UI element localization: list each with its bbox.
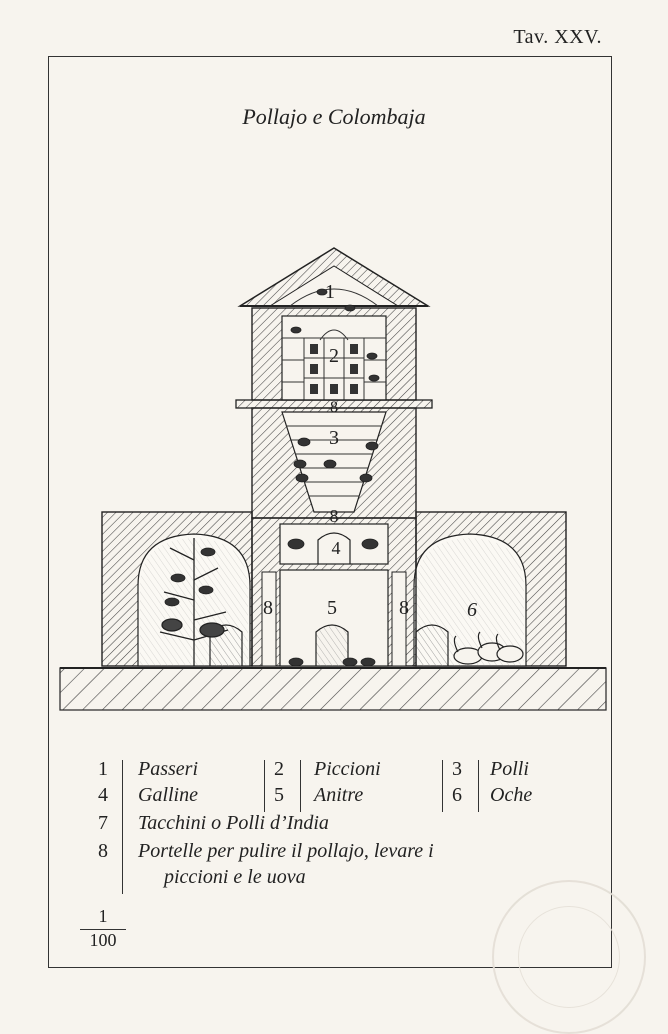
label-piccioni: 2 [329, 345, 339, 367]
label-portella-top: 8 [330, 399, 338, 416]
plate-title: Pollajo e Colombaja [242, 104, 426, 129]
legend-num-7: 7 [98, 812, 108, 834]
legend-divider-3a [442, 760, 443, 812]
legend-num-1: 1 [98, 758, 108, 780]
plate-number: Tav. XXV. [513, 26, 602, 48]
tree [159, 538, 229, 666]
label-passeri: 1 [325, 281, 335, 303]
legend-divider-1 [122, 760, 123, 894]
legend-label-piccioni: Piccioni [314, 758, 381, 780]
scale-bar [80, 929, 126, 930]
ground [59, 667, 607, 711]
legend-label-oche: Oche [490, 784, 533, 806]
label-galline: 4 [332, 538, 341, 558]
scale-fraction: 1 100 [80, 906, 126, 951]
legend-label-portelle-1: Portelle per pulire il pollajo, levare i [138, 840, 434, 862]
legend-label-tacchini: Tacchini o Polli d’India [138, 812, 329, 834]
legend-label-polli: Polli [490, 758, 529, 780]
legend-num-4: 4 [98, 784, 108, 806]
legend-num-2: 2 [274, 758, 284, 780]
label-portella-mid: 8 [330, 506, 339, 526]
legend: 1 Passeri 2 Piccioni 3 Polli 4 Galline 5… [92, 758, 582, 898]
label-oche: 6 [467, 599, 477, 621]
legend-divider-2b [300, 760, 301, 812]
label-portella-right: 8 [399, 597, 409, 619]
legend-num-5: 5 [274, 784, 284, 806]
legend-divider-2a [264, 760, 265, 812]
scale-numerator: 1 [98, 906, 108, 926]
legend-num-3: 3 [452, 758, 462, 780]
legend-num-8: 8 [98, 840, 108, 862]
scale-denominator: 100 [89, 930, 117, 950]
library-stamp [492, 880, 646, 1034]
legend-divider-3b [478, 760, 479, 812]
label-polli: 3 [329, 427, 339, 449]
legend-label-anitre: Anitre [314, 784, 364, 806]
legend-label-portelle-2: piccioni e le uova [164, 866, 306, 888]
legend-label-galline: Galline [138, 784, 198, 806]
legend-num-6: 6 [452, 784, 462, 806]
birds [164, 288, 380, 667]
label-portella-left: 8 [263, 597, 273, 619]
legend-label-passeri: Passeri [138, 758, 198, 780]
label-anitre: 5 [327, 597, 337, 619]
roof [237, 247, 431, 307]
ground-floor [209, 517, 449, 667]
geese [453, 631, 524, 665]
plate-frame [48, 56, 612, 968]
